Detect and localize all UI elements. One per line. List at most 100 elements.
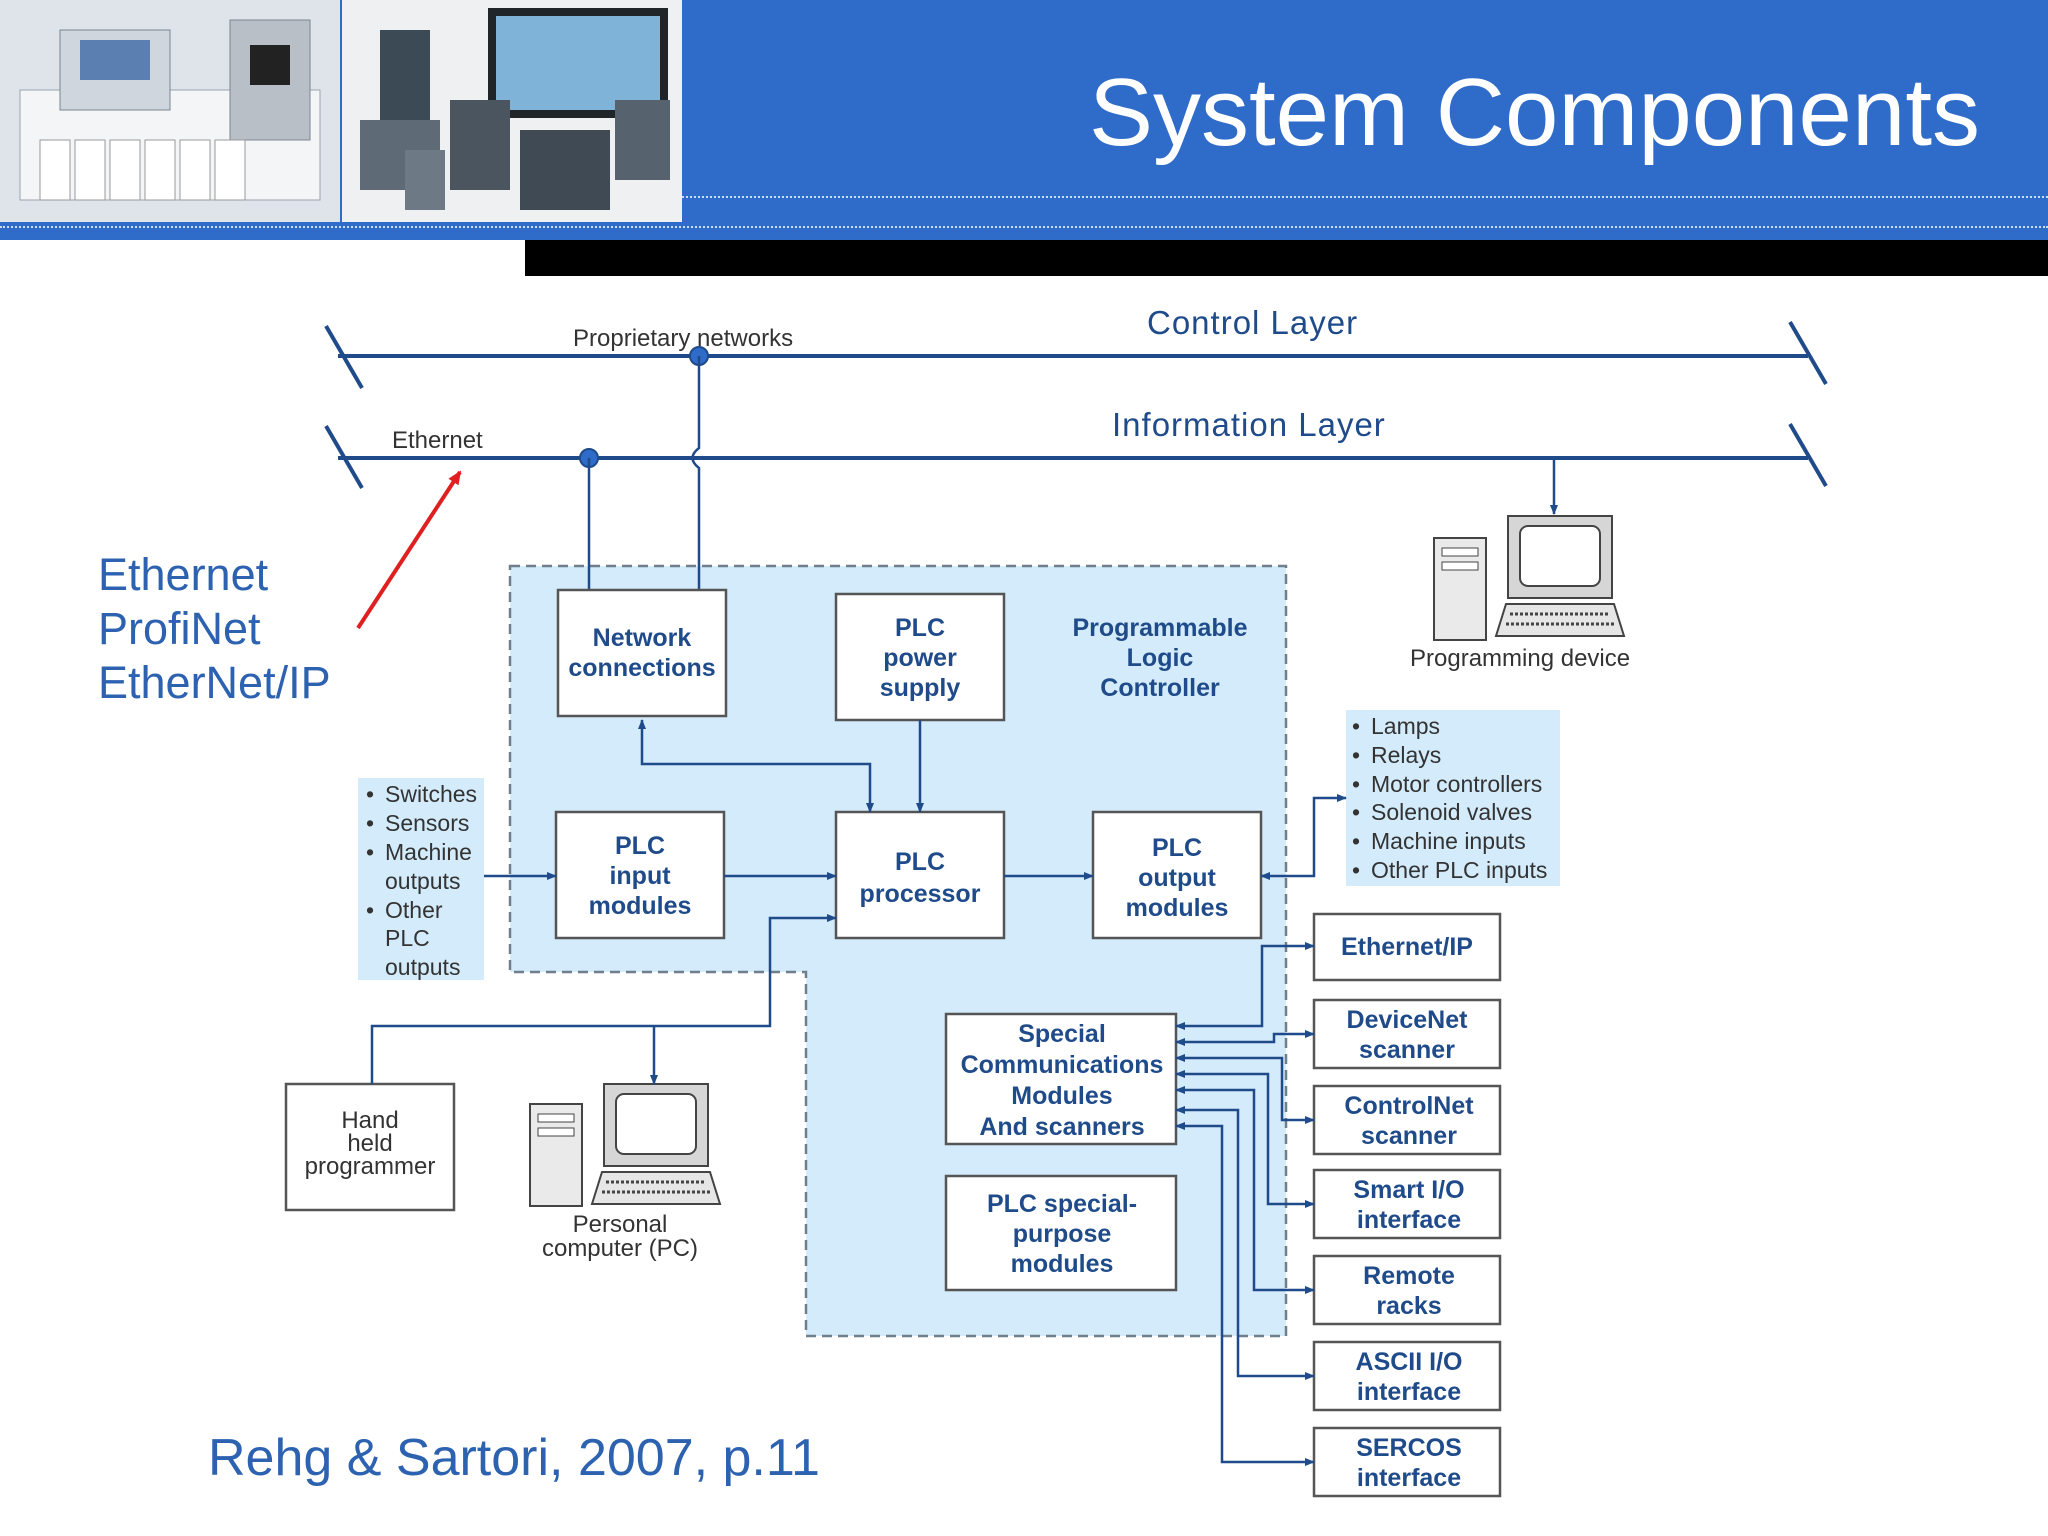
- svg-text:PLC special-: PLC special-: [987, 1190, 1137, 1218]
- personal-computer-label: Personal computer (PC): [542, 1211, 698, 1262]
- programming-device-icon: [1433, 515, 1626, 641]
- information-layer-bus: Information Layer Ethernet: [324, 406, 1828, 490]
- banner-divider: [682, 196, 2048, 198]
- svg-text:•: •: [366, 897, 374, 923]
- svg-text:interface: interface: [1357, 1206, 1461, 1234]
- svg-text:scanner: scanner: [1361, 1122, 1457, 1150]
- red-pointer-arrow: [356, 470, 462, 630]
- svg-text:outputs: outputs: [385, 954, 460, 980]
- svg-text:Motor controllers: Motor controllers: [1371, 771, 1542, 797]
- svg-text:Smart I/O: Smart I/O: [1353, 1176, 1464, 1204]
- plc-hardware-photo: [0, 0, 682, 222]
- control-layer-label: Control Layer: [1147, 304, 1358, 341]
- comm-interface-box-sercos: SERCOS interface: [1312, 1426, 1502, 1498]
- svg-text:outputs: outputs: [385, 868, 460, 894]
- svg-text:Hand: Hand: [341, 1107, 398, 1134]
- svg-text:input: input: [609, 862, 671, 890]
- svg-text:modules: modules: [589, 892, 692, 920]
- svg-text:•: •: [1352, 771, 1360, 797]
- banner-divider: [0, 226, 2048, 228]
- svg-text:Solenoid valves: Solenoid valves: [1371, 799, 1532, 825]
- ethernet-label: Ethernet: [392, 427, 483, 454]
- proprietary-networks-label: Proprietary networks: [573, 325, 793, 352]
- svg-text:•: •: [366, 810, 374, 836]
- svg-text:supply: supply: [880, 674, 961, 702]
- svg-text:interface: interface: [1357, 1378, 1461, 1406]
- svg-text:connections: connections: [568, 654, 715, 682]
- svg-text:Controller: Controller: [1100, 674, 1220, 702]
- personal-computer-icon: [529, 1083, 722, 1207]
- svg-text:scanner: scanner: [1359, 1036, 1455, 1064]
- svg-text:modules: modules: [1011, 1250, 1114, 1278]
- title-banner: [0, 0, 2048, 240]
- svg-text:Remote: Remote: [1363, 1262, 1455, 1290]
- svg-text:Other: Other: [385, 897, 443, 923]
- programming-device-label: Programming device: [1410, 645, 1630, 672]
- svg-text:Switches: Switches: [385, 781, 477, 807]
- comm-interface-box-devicenet: DeviceNet scanner: [1312, 998, 1502, 1070]
- svg-text:Special: Special: [1018, 1020, 1106, 1048]
- plc-processor-box: PLC processor: [834, 810, 1006, 940]
- input-devices-list: • Switches • Sensors • Machine outputs • Oth…: [358, 778, 484, 980]
- svg-text:•: •: [1352, 857, 1360, 883]
- control-layer-bus: Control Layer Proprietary networks: [324, 304, 1828, 390]
- svg-text:PLC: PLC: [1152, 834, 1202, 862]
- svg-text:Machine: Machine: [385, 839, 472, 865]
- comm-interface-box-remote-racks: Remote racks: [1312, 1254, 1502, 1326]
- comm-interface-box-ascii-io: ASCII I/O interface: [1312, 1340, 1502, 1412]
- svg-text:Sensors: Sensors: [385, 810, 469, 836]
- svg-text:ControlNet: ControlNet: [1344, 1092, 1474, 1120]
- svg-text:power: power: [883, 644, 957, 672]
- svg-text:PLC: PLC: [895, 614, 945, 642]
- svg-text:•: •: [1352, 799, 1360, 825]
- protocol-item: ProfiNet: [98, 603, 261, 654]
- svg-text:•: •: [1352, 742, 1360, 768]
- comm-interface-box-controlnet: ControlNet scanner: [1312, 1084, 1502, 1156]
- svg-text:programmer: programmer: [305, 1153, 436, 1180]
- bus-connections: [587, 356, 1558, 590]
- svg-text:Lamps: Lamps: [1371, 713, 1440, 739]
- svg-text:SERCOS: SERCOS: [1356, 1434, 1462, 1462]
- plc-region-label: Programmable Logic Controller: [1072, 614, 1247, 702]
- connector-arrows: [370, 719, 1347, 1466]
- svg-text:interface: interface: [1357, 1464, 1461, 1492]
- svg-text:Personal: Personal: [573, 1211, 668, 1238]
- protocol-item: Ethernet: [98, 549, 269, 600]
- svg-text:Modules: Modules: [1011, 1082, 1112, 1110]
- svg-text:Machine inputs: Machine inputs: [1371, 828, 1526, 854]
- svg-text:•: •: [366, 839, 374, 865]
- plc-power-supply-box: PLC power supply: [834, 592, 1006, 722]
- svg-text:Ethernet/IP: Ethernet/IP: [1341, 933, 1473, 961]
- protocol-list: Ethernet ProfiNet EtherNet/IP: [98, 548, 331, 710]
- protocol-item: EtherNet/IP: [98, 657, 331, 708]
- svg-text:ASCII I/O: ASCII I/O: [1356, 1348, 1463, 1376]
- svg-text:And scanners: And scanners: [979, 1113, 1144, 1141]
- svg-text:PLC: PLC: [895, 848, 945, 876]
- svg-text:modules: modules: [1126, 894, 1229, 922]
- svg-text:PLC: PLC: [615, 832, 665, 860]
- svg-text:output: output: [1138, 864, 1216, 892]
- svg-text:Programmable: Programmable: [1072, 614, 1247, 642]
- svg-text:Network: Network: [593, 624, 692, 652]
- citation: Rehg & Sartori, 2007, p.11: [208, 1429, 820, 1487]
- svg-text:Communications: Communications: [961, 1051, 1164, 1079]
- plc-input-modules-box: PLC input modules: [554, 810, 726, 940]
- special-communications-modules-box: Special Communications Modules And scann…: [944, 1012, 1178, 1146]
- information-layer-label: Information Layer: [1112, 406, 1386, 443]
- comm-interface-box-ethernet-ip: Ethernet/IP: [1312, 912, 1502, 982]
- svg-text:•: •: [1352, 713, 1360, 739]
- svg-text:DeviceNet: DeviceNet: [1347, 1006, 1469, 1034]
- svg-text:PLC: PLC: [385, 925, 430, 951]
- svg-text:•: •: [366, 781, 374, 807]
- svg-text:purpose: purpose: [1013, 1220, 1112, 1248]
- svg-text:computer (PC): computer (PC): [542, 1235, 698, 1262]
- plc-output-modules-box: PLC output modules: [1091, 810, 1263, 940]
- svg-text:Other PLC inputs: Other PLC inputs: [1371, 857, 1547, 883]
- banner-underline: [525, 240, 2048, 276]
- output-devices-list: • Lamps • Relays • Motor controllers • Solen…: [1346, 710, 1560, 886]
- plc-special-purpose-modules-box: PLC special- purpose modules: [944, 1174, 1178, 1292]
- svg-text:Relays: Relays: [1371, 742, 1441, 768]
- svg-text:Logic: Logic: [1127, 644, 1194, 672]
- network-connections-box: Network connections: [556, 588, 728, 718]
